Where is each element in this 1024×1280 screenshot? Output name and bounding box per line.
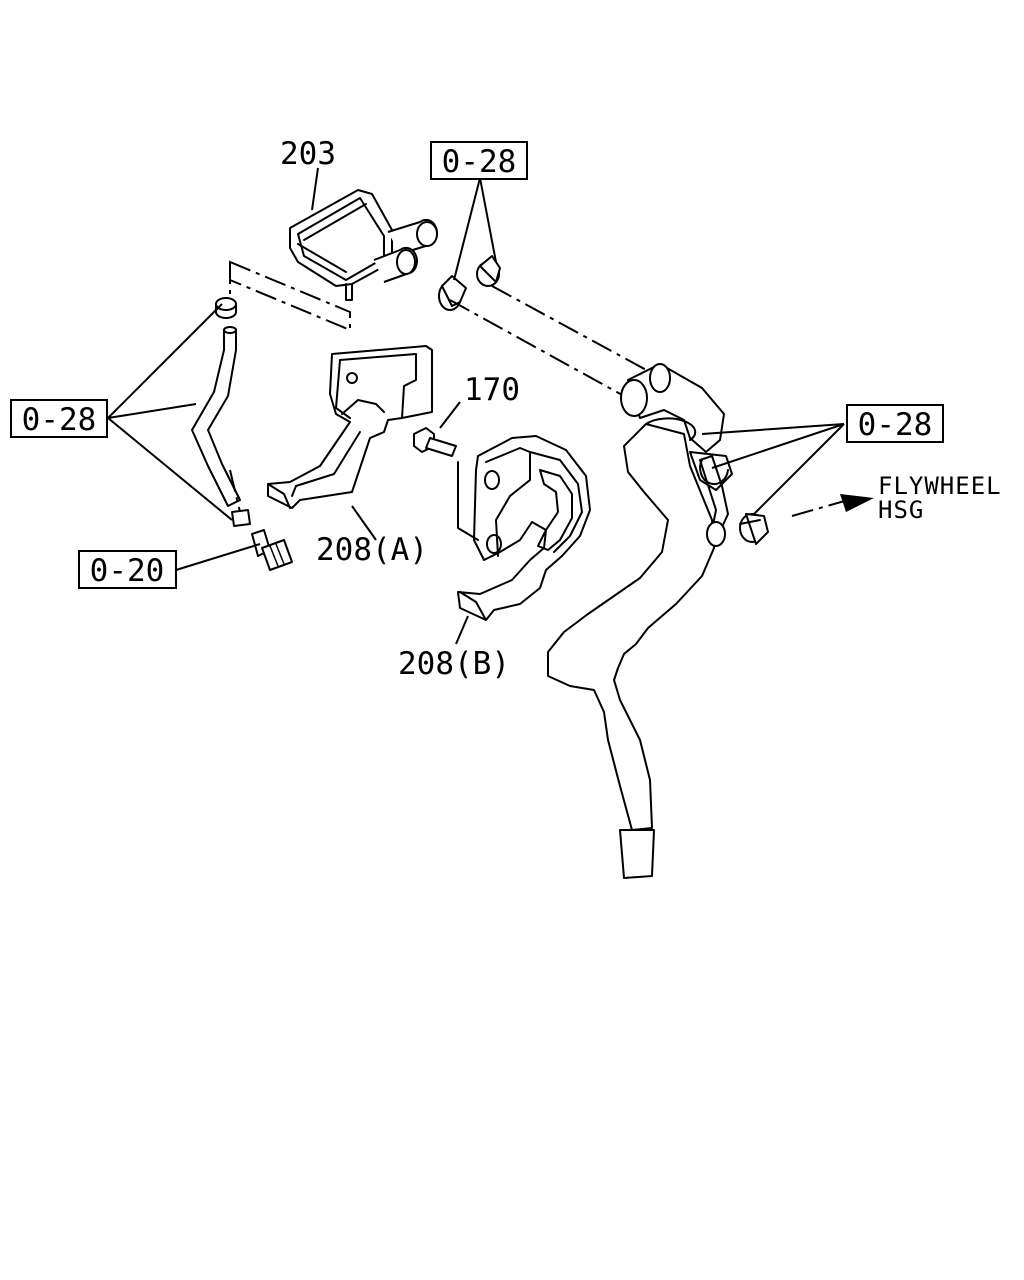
ref-box-0-28-right: 0-28 (846, 404, 944, 443)
hsg-label: HSG (878, 496, 924, 524)
hose-clamp-right[interactable] (739, 513, 769, 545)
ref-label-0-20: 0-20 (90, 553, 165, 589)
flywheel-label: FLYWHEEL (878, 472, 1002, 500)
leader-lines (107, 167, 845, 645)
bracket-208b[interactable] (457, 435, 591, 621)
bracket-208a[interactable] (267, 345, 433, 509)
left-hose[interactable] (191, 297, 251, 527)
part-label-203: 203 (280, 136, 336, 172)
ref-box-0-28-top: 0-28 (430, 141, 528, 180)
ref-label-0-28-left: 0-28 (22, 402, 97, 438)
flywheel-arrow (791, 494, 874, 517)
fitting-0-20[interactable] (251, 529, 293, 571)
main-hose[interactable] (438, 255, 733, 879)
ref-label-0-28-right: 0-28 (858, 407, 933, 443)
bolt-170[interactable] (413, 401, 461, 457)
part-label-208b: 208(B) (398, 646, 510, 682)
ref-box-0-20: 0-20 (78, 550, 177, 589)
part-label-170: 170 (464, 372, 520, 408)
sensor-203[interactable] (289, 189, 438, 301)
part-label-208a: 208(A) (316, 532, 428, 568)
ref-label-0-28-top: 0-28 (442, 144, 517, 180)
ref-box-0-28-left: 0-28 (10, 399, 108, 438)
